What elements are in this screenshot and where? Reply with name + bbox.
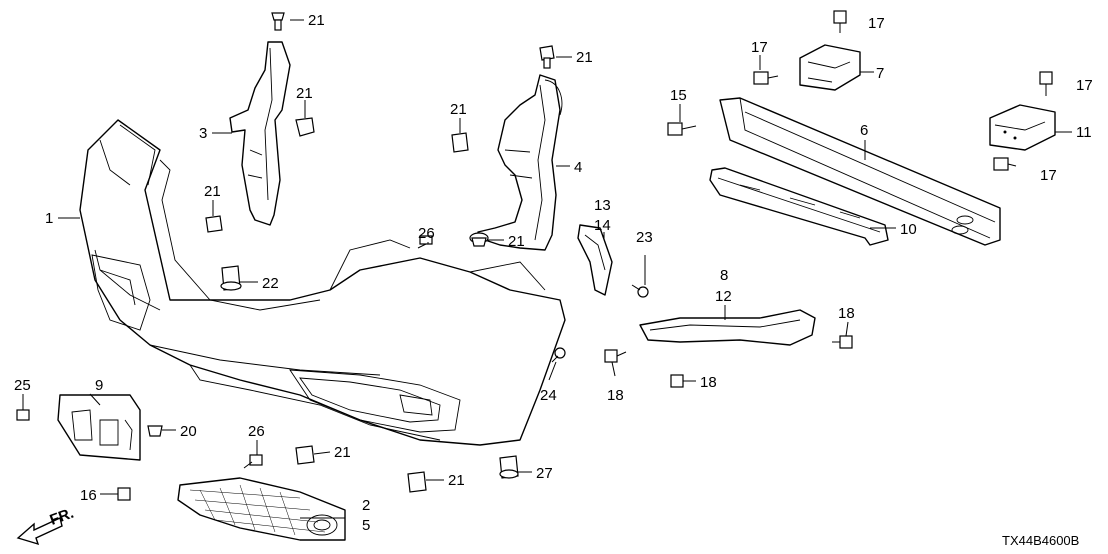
leader-lines: [22, 19, 1072, 519]
callout-4: 4: [574, 159, 582, 176]
callout-labels: 1 3 21 21 21 22 21 21 4 26 21 13 14 23 2…: [14, 12, 1093, 534]
callout-21: 21: [576, 49, 593, 66]
bolt-icon: [993, 157, 1017, 171]
clip-icon: [271, 12, 285, 31]
screw-icon: [16, 409, 30, 421]
callout-21: 21: [204, 183, 221, 200]
front-bumper-face: [79, 119, 566, 446]
callout-5: 5: [362, 517, 370, 534]
clip-icon: [451, 132, 469, 153]
screw-icon: [551, 347, 566, 363]
callout-14: 14: [594, 217, 611, 234]
callout-21: 21: [296, 85, 313, 102]
callout-13: 13: [594, 197, 611, 214]
bolt-icon: [753, 71, 779, 85]
bolt-icon: [1039, 71, 1053, 96]
license-plate-base: [57, 394, 141, 461]
mount-bracket-upper: [799, 44, 861, 91]
clip-icon: [295, 117, 315, 137]
clip-icon: [147, 425, 163, 437]
front-arrow-icon: [16, 517, 63, 546]
upper-bracket-right: [477, 74, 563, 251]
mount-bracket-lower: [989, 104, 1056, 151]
clip-icon: [220, 265, 242, 291]
callout-6: 6: [860, 122, 868, 139]
callout-26: 26: [418, 225, 435, 242]
callout-1: 1: [45, 210, 53, 227]
callout-17: 17: [1040, 167, 1057, 184]
bolt-icon: [667, 122, 697, 136]
callout-23: 23: [636, 229, 653, 246]
diagram-code: TX44B4600B: [1002, 533, 1079, 548]
clip-icon: [539, 45, 555, 69]
callout-21: 21: [508, 233, 525, 250]
front-direction-marker: FR.: [16, 505, 77, 546]
callout-18: 18: [607, 387, 624, 404]
callout-22: 22: [262, 275, 279, 292]
front-label: FR.: [48, 505, 77, 529]
callout-3: 3: [199, 125, 207, 142]
callout-12: 12: [715, 288, 732, 305]
callout-21: 21: [448, 472, 465, 489]
screw-icon: [243, 454, 263, 469]
side-spacer: [639, 309, 816, 346]
screw-icon: [631, 284, 649, 298]
callout-15: 15: [670, 87, 687, 104]
upper-bracket-left: [229, 41, 291, 226]
energy-absorber: [709, 167, 889, 246]
callout-24: 24: [540, 387, 557, 404]
bumper-beam: [719, 97, 1001, 246]
callout-21: 21: [334, 444, 351, 461]
callout-17: 17: [751, 39, 768, 56]
bolt-icon: [117, 487, 131, 501]
callout-25: 25: [14, 377, 31, 394]
side-bracket-small: [577, 224, 613, 296]
callout-16: 16: [80, 487, 97, 504]
clip-icon: [205, 215, 223, 233]
callout-21: 21: [308, 12, 325, 29]
callout-21: 21: [450, 101, 467, 118]
bolt-icon: [833, 10, 847, 33]
callout-27: 27: [536, 465, 553, 482]
clip-icon: [295, 445, 315, 465]
clip-icon: [469, 232, 489, 247]
callout-9: 9: [95, 377, 103, 394]
clip-icon: [499, 455, 519, 479]
fasteners: [16, 10, 1053, 501]
callout-17: 17: [868, 15, 885, 32]
fog-light-grille: [177, 477, 346, 541]
callout-26: 26: [248, 423, 265, 440]
callout-18: 18: [838, 305, 855, 322]
callout-20: 20: [180, 423, 197, 440]
callout-2: 2: [362, 497, 370, 514]
bolt-icon: [832, 335, 853, 349]
callout-11: 11: [1076, 124, 1092, 141]
callout-17: 17: [1076, 77, 1093, 94]
clip-icon: [407, 471, 427, 493]
callout-8: 8: [720, 267, 728, 284]
callout-7: 7: [876, 65, 884, 82]
screw-icon: [417, 235, 433, 249]
bolt-icon: [604, 349, 627, 363]
callout-18: 18: [700, 374, 717, 391]
callout-10: 10: [900, 221, 917, 238]
bolt-icon: [670, 374, 684, 388]
